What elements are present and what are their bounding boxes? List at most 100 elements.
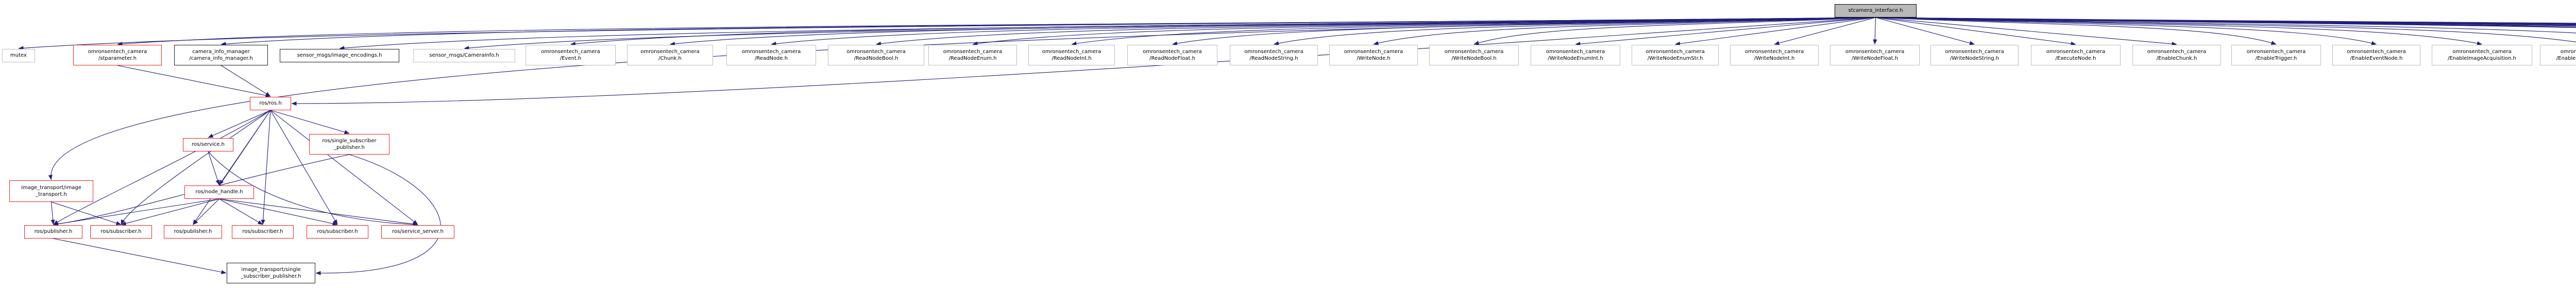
graph-edge-image_transport-to-pub1 <box>50 201 55 225</box>
graph-node-label-line: /WriteNodeInt.h <box>1754 56 1795 61</box>
graph-node-ros_ros[interactable]: ros/ros.h <box>250 97 291 110</box>
graph-edge-node_handle-to-sub1 <box>121 198 219 226</box>
graph-node-image_encodings[interactable]: sensor_msgs/image_encodings.h <box>280 49 399 62</box>
graph-node-sub3[interactable]: ros/subscriber.h <box>307 225 368 239</box>
graph-node-label-line: omronsentech_camera <box>2347 48 2406 55</box>
graph-edge-root-to-enableeventacquisition <box>1875 17 2576 43</box>
graph-node-enableeventacquisition[interactable]: omronsentech_camera/EnableEventAcquisiti… <box>2540 45 2576 65</box>
graph-node-label-line: omronsentech_camera <box>943 48 1003 55</box>
graph-edge-root-to-enableeventnode <box>1875 17 2377 45</box>
graph-node-writenodefloat[interactable]: omronsentech_camera/WriteNodeFloat.h <box>1830 45 1920 65</box>
graph-node-ros_single_sub[interactable]: ros/single_subscriber_publisher.h <box>309 134 389 155</box>
graph-node-label-line: /WriteNodeFloat.h <box>1851 56 1899 61</box>
graph-node-writenode[interactable]: omronsentech_camera/WriteNode.h <box>1329 45 1418 65</box>
graph-edge-root-to-writenodeenumint <box>1575 17 1876 46</box>
graph-node-label-line: /WriteNodeString.h <box>1950 56 1999 61</box>
graph-edge-ros_ros-to-pub1 <box>53 110 271 225</box>
graph-node-label-line: /ReadNodeEnum.h <box>948 56 997 61</box>
graph-node-camerainfo[interactable]: sensor_msgs/CameraInfo.h <box>413 49 515 62</box>
graph-node-it_single_sub_pub[interactable]: image_transport/single_subscriber_publis… <box>227 263 315 283</box>
graph-node-event[interactable]: omronsentech_camera/Event.h <box>526 45 616 65</box>
graph-edge-root-to-camera_info_manager <box>221 17 1876 46</box>
graph-edge-root-to-readnodestring <box>1274 17 1876 45</box>
graph-edge-ros_ros-to-service_server <box>270 110 418 225</box>
graph-edge-pub1-to-it_single_sub_pub <box>53 238 227 275</box>
graph-edge-camera_info_manager-to-ros_ros <box>221 65 271 97</box>
graph-node-pub1[interactable]: ros/publisher.h <box>24 225 82 239</box>
graph-edge-root-to-writenodeint <box>1774 17 1876 45</box>
graph-node-executenode[interactable]: omronsentech_camera/ExecuteNode.h <box>2031 45 2121 65</box>
graph-node-enableeventnode[interactable]: omronsentech_camera/EnableEventNode.h <box>2332 45 2420 65</box>
graph-node-label-line: /EnableChunk.h <box>2156 56 2197 61</box>
graph-node-readnodebool[interactable]: omronsentech_camera/ReadNodeBool.h <box>828 45 924 65</box>
graph-edge-root-to-geteventnodestatuslist <box>1875 17 2576 28</box>
graph-node-service_server[interactable]: ros/service_server.h <box>381 225 454 239</box>
graph-node-label-line: /WriteNodeBool.h <box>1451 56 1497 61</box>
graph-edge-ros_ros-to-sub3 <box>270 110 338 225</box>
graph-node-label-line: image_transport/image <box>21 184 81 191</box>
graph-edge-root-to-ros_ros <box>291 17 1876 106</box>
graph-node-label-line: image_transport/single <box>241 266 301 273</box>
graph-edge-root-to-enableimageacquisition <box>1875 17 2482 45</box>
graph-node-sub1[interactable]: ros/subscriber.h <box>90 225 152 239</box>
graph-edge-node_handle-to-pub1 <box>53 198 219 226</box>
graph-node-writenodeint[interactable]: omronsentech_camera/WriteNodeInt.h <box>1730 45 1819 65</box>
graph-node-readnode[interactable]: omronsentech_camera/ReadNode.h <box>726 45 816 65</box>
graph-edge-stparameter-to-ros_ros <box>117 65 271 98</box>
graph-node-label-line: stcamera_interface.h <box>1848 8 1903 14</box>
graph-edge-node_handle-to-sub3 <box>219 198 338 226</box>
graph-edge-root-to-getimageacquisitionstatus <box>1875 17 2576 33</box>
graph-node-chunk[interactable]: omronsentech_camera/Chunk.h <box>627 45 713 65</box>
graph-node-enablechunk[interactable]: omronsentech_camera/EnableChunk.h <box>2132 45 2221 65</box>
graph-node-label-line: /WriteNodeEnumStr.h <box>1647 56 1703 61</box>
graph-node-writenodebool[interactable]: omronsentech_camera/WriteNodeBool.h <box>1429 45 1519 65</box>
graph-node-label-line: ros/ros.h <box>259 100 282 107</box>
graph-node-node_handle[interactable]: ros/node_handle.h <box>184 185 254 199</box>
graph-node-enabletrigger[interactable]: omronsentech_camera/EnableTrigger.h <box>2231 45 2321 65</box>
graph-node-root[interactable]: stcamera_interface.h <box>1835 4 1917 18</box>
graph-node-readnodefloat[interactable]: omronsentech_camera/ReadNodeFloat.h <box>1127 45 1217 65</box>
graph-node-label-line: sensor_msgs/CameraInfo.h <box>429 53 499 59</box>
graph-node-label-line: /Chunk.h <box>658 56 682 61</box>
graph-node-image_transport[interactable]: image_transport/image_transport.h <box>9 180 93 202</box>
graph-node-ros_service[interactable]: ros/service.h <box>183 138 233 151</box>
graph-node-writenodeenumstr[interactable]: omronsentech_camera/WriteNodeEnumStr.h <box>1632 45 1719 65</box>
graph-node-mutex[interactable]: mutex <box>2 49 35 62</box>
graph-edge-ros_ros-to-ros_service <box>208 110 271 138</box>
graph-edge-ros_service-to-node_handle <box>208 151 220 185</box>
graph-node-writenodeenumint[interactable]: omronsentech_camera/WriteNodeEnumInt.h <box>1531 45 1620 65</box>
graph-node-stparameter[interactable]: omronsentech_camera/stparameter.h <box>73 45 162 65</box>
graph-edge-ros_ros-to-sub1 <box>121 110 271 225</box>
graph-node-writenodestring[interactable]: omronsentech_camera/WriteNodeString.h <box>1930 45 2019 65</box>
graph-node-label-line: omronsentech_camera <box>1945 48 2004 55</box>
graph-node-label-line: omronsentech_camera <box>846 48 906 55</box>
graph-node-sub2[interactable]: ros/subscriber.h <box>232 225 294 239</box>
graph-node-readnodestring[interactable]: omronsentech_camera/ReadNodeString.h <box>1230 45 1318 65</box>
graph-node-label-line: ros/publisher.h <box>34 229 73 235</box>
graph-edge-node_handle-to-service_server <box>219 198 418 226</box>
graph-node-readnodeint[interactable]: omronsentech_camera/ReadNodeInt.h <box>1028 45 1115 65</box>
graph-edge-image_transport-to-sub1 <box>51 201 122 225</box>
graph-node-camera_info_manager[interactable]: camera_info_manager/camera_info_manager.… <box>174 45 268 65</box>
graph-edge-ros_ros-to-ros_single_sub <box>270 110 350 134</box>
graph-edge-ros_single_sub-to-pub1 <box>53 154 350 226</box>
graph-node-label-line: /EnableImageAcquisition.h <box>2447 56 2517 61</box>
graph-node-pub2[interactable]: ros/publisher.h <box>164 225 222 239</box>
graph-node-label-line: ros/node_handle.h <box>195 189 243 195</box>
graph-node-label-line: /WriteNodeEnumInt.h <box>1548 56 1603 61</box>
graph-node-label-line: ros/subscriber.h <box>100 229 142 235</box>
graph-node-label-line: /ReadNodeBool.h <box>854 56 899 61</box>
graph-edge-root-to-stheader <box>1875 17 2576 24</box>
graph-edge-root-to-writenodestring <box>1875 17 1975 45</box>
graph-node-label-line: /EnableEventNode.h <box>2350 56 2403 61</box>
graph-node-label-line: /WriteNode.h <box>1357 56 1391 61</box>
graph-node-label-line: /ReadNodeInt.h <box>1052 56 1092 61</box>
graph-node-enableimageacquisition[interactable]: omronsentech_camera/EnableImageAcquisiti… <box>2432 45 2532 65</box>
graph-node-label-line: omronsentech_camera <box>2452 48 2512 55</box>
graph-node-label-line: /ReadNodeFloat.h <box>1149 56 1195 61</box>
graph-node-readnodeenum[interactable]: omronsentech_camera/ReadNodeEnum.h <box>928 45 1017 65</box>
graph-node-label-line: ros/subscriber.h <box>242 229 283 235</box>
graph-node-label-line: /stparameter.h <box>98 56 137 61</box>
